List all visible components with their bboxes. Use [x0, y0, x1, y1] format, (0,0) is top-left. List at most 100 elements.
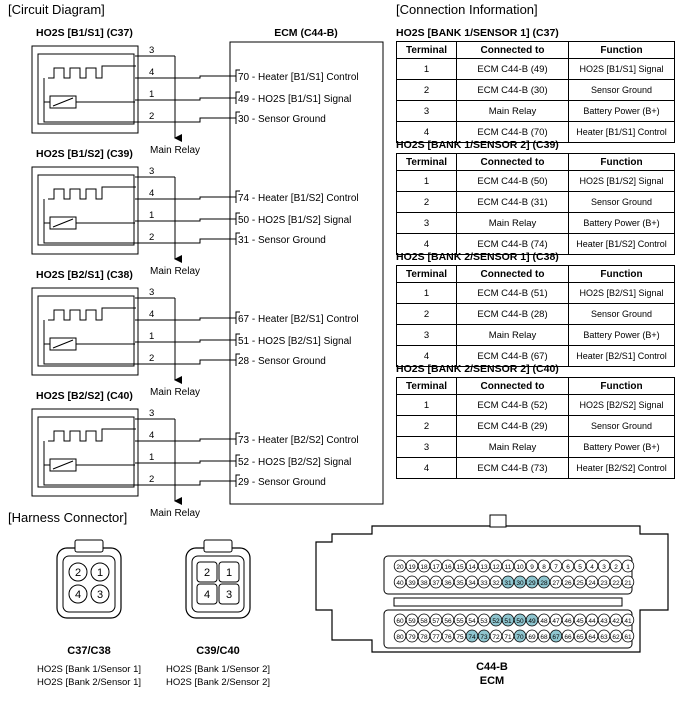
ecm-pin-number: 24	[588, 580, 596, 587]
ecm-wire	[175, 359, 236, 365]
ecm-terminal-label: 73 - Heater [B2/S2] Control	[238, 435, 359, 446]
ecm-pin-number: 2	[614, 564, 618, 571]
sensor-outline	[31, 408, 139, 497]
main-relay-label: Main Relay	[150, 266, 200, 277]
ecm-wire	[175, 218, 236, 222]
pin-number: 1	[149, 452, 154, 463]
ecm-pin-number: 62	[612, 634, 620, 641]
ecm-pin-number: 42	[612, 618, 620, 625]
ecm-pin-number: 68	[540, 634, 548, 641]
harness-section-title: [Harness Connector]	[8, 510, 128, 525]
table-cell: Main Relay	[456, 324, 569, 346]
connector-pin	[68, 584, 88, 604]
ecm-pin-number: 59	[408, 618, 416, 625]
pin-number: 1	[149, 210, 154, 221]
table-cell: ECM C44-B (29)	[456, 415, 569, 437]
connector-pin-number: 4	[75, 589, 81, 601]
main-relay-label: Main Relay	[150, 387, 200, 398]
ecm-pin-number: 21	[624, 580, 632, 587]
ecm-wire	[175, 480, 236, 486]
table-cell: HO2S [B1/S2] Signal	[568, 170, 675, 192]
pin-number: 4	[149, 67, 154, 78]
table-header-cell: Terminal	[396, 41, 457, 59]
table-cell: 1	[396, 58, 457, 80]
ecm-terminal-label: 30 - Sensor Ground	[238, 114, 326, 125]
heater-element-icon	[48, 428, 136, 442]
table-cell: 4	[396, 233, 457, 255]
sensor-inner-outline	[37, 53, 135, 125]
ecm-pin-number: 23	[600, 580, 608, 587]
ecm-pin-number: 58	[420, 618, 428, 625]
ecm-pin-number: 40	[396, 580, 404, 587]
ecm-pin-number: 14	[468, 564, 476, 571]
ecm-pin-number: 15	[456, 564, 464, 571]
sensor-element-slash	[52, 339, 74, 349]
ecm-pin-bracket	[235, 212, 240, 225]
ecm-pin-number: 63	[600, 634, 608, 641]
ecm-pin-number: 13	[480, 564, 488, 571]
ecm-pin-bracket	[235, 454, 240, 467]
connector-pin	[218, 583, 240, 605]
connector-description: HO2S [Bank 2/Sensor 1]	[37, 677, 141, 688]
ecm-pin-number: 28	[540, 580, 548, 587]
connector-pin-number: 1	[97, 567, 103, 579]
ecm-pin-number: 74	[468, 634, 476, 641]
pin-number: 1	[149, 331, 154, 342]
table-cell: ECM C44-B (49)	[456, 58, 569, 80]
pin-number: 2	[149, 111, 154, 122]
ecm-pin-number: 48	[540, 618, 548, 625]
table-cell: ECM C44-B (30)	[456, 79, 569, 101]
sensor-outline	[31, 45, 139, 134]
sensor-inner-outline	[37, 295, 135, 367]
ecm-pin-bracket	[235, 232, 240, 245]
connector-pin-number: 1	[226, 567, 232, 579]
ecm-pin-number: 36	[444, 580, 452, 587]
table-cell: Battery Power (B+)	[568, 324, 675, 346]
ecm-pin-number: 70	[516, 634, 524, 641]
ecm-wire	[175, 196, 236, 200]
ecm-pin-number: 66	[564, 634, 572, 641]
ecm-pin-number: 4	[590, 564, 594, 571]
connector-face	[62, 555, 116, 613]
ecm-pin-number: 38	[420, 580, 428, 587]
ecm-terminal-label: 51 - HO2S [B2/S1] Signal	[238, 336, 351, 347]
ecm-pin-number: 55	[456, 618, 464, 625]
ecm-pin-number: 33	[480, 580, 488, 587]
connector-description: HO2S [Bank 1/Sensor 1]	[37, 664, 141, 675]
ecm-pin-number: 5	[578, 564, 582, 571]
ecm-pin-number: 67	[552, 634, 560, 641]
sensor-inner-outline	[37, 416, 135, 488]
connector-pin	[90, 584, 110, 604]
ecm-pin-number: 18	[420, 564, 428, 571]
ecm-pin-number: 9	[530, 564, 534, 571]
ecm-pin-number: 29	[528, 580, 536, 587]
connection-table-title: HO2S [BANK 1/SENSOR 2] (C39)	[396, 139, 559, 151]
heater-element-icon	[48, 186, 136, 200]
ecm-connector-subtitle: ECM	[480, 675, 504, 687]
connection-table-title: HO2S [BANK 2/SENSOR 2] (C40)	[396, 363, 559, 375]
connector-pin	[196, 583, 218, 605]
table-cell: Sensor Ground	[568, 303, 675, 325]
table-header-cell: Connected to	[456, 41, 569, 59]
connector-pin	[90, 562, 110, 582]
ecm-pin-number: 52	[492, 618, 500, 625]
table-cell: HO2S [B1/S1] Signal	[568, 58, 675, 80]
ecm-pin-number: 27	[552, 580, 560, 587]
ecm-wire	[175, 460, 236, 464]
circuit-section-title: [Circuit Diagram]	[8, 2, 105, 17]
pin-number: 4	[149, 309, 154, 320]
table-cell: HO2S [B2/S2] Signal	[568, 394, 675, 416]
ecm-title: ECM (C44-B)	[274, 27, 338, 39]
